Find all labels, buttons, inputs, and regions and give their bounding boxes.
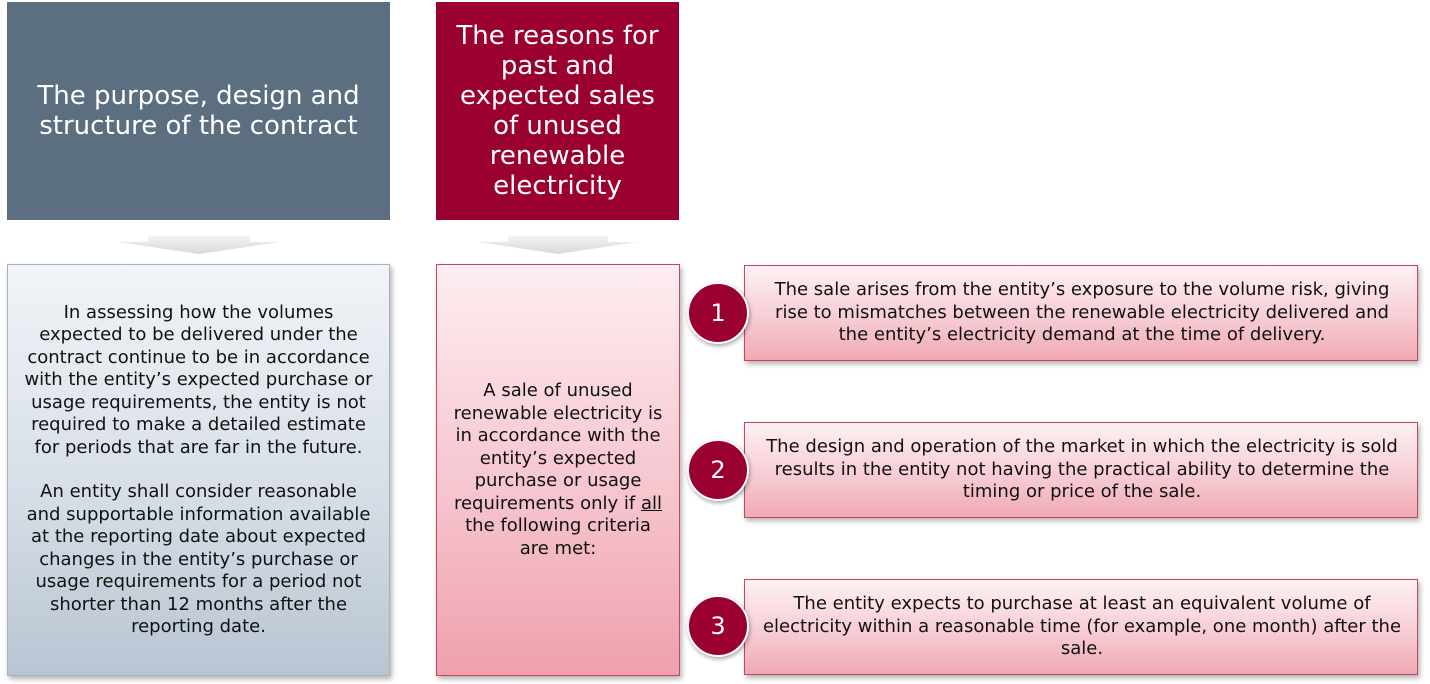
down-arrow-icon [118,236,280,254]
criterion-3-box: The entity expects to purchase at least … [744,579,1418,675]
criterion-3-number: 3 [710,612,726,640]
criterion-1-number: 1 [710,299,726,327]
criterion-1-box: The sale arises from the entity’s exposu… [744,265,1418,361]
criterion-1-text: The sale arises from the entity’s exposu… [774,279,1390,346]
sale-criteria-text-tail: the following criteria are met: [465,515,651,559]
criterion-3-number-badge: 3 [687,595,749,657]
criterion-2-text: The design and operation of the market i… [766,436,1398,503]
criterion-2-box: The design and operation of the market i… [744,422,1418,518]
reasons-for-sales-header: The reasons for past and expected sales … [436,2,679,220]
down-arrow-icon [478,236,638,254]
purpose-design-structure-header-text: The purpose, design and structure of the… [37,81,360,141]
sale-criteria-box: A sale of unused renewable electricity i… [436,264,680,676]
sale-criteria-emphasis: all [640,492,663,514]
reasonable-information-paragraph: An entity shall consider reasonable and … [26,481,371,637]
criterion-2-number: 2 [710,456,726,484]
volume-assessment-paragraph: In assessing how the volumes expected to… [24,301,373,458]
volume-assessment-box: In assessing how the volumes expected to… [7,264,390,676]
sale-criteria-text-lead: A sale of unused renewable electricity i… [453,380,663,514]
sale-criteria-text: A sale of unused renewable electricity i… [451,380,665,560]
reasons-for-sales-header-text: The reasons for past and expected sales … [456,21,659,201]
criterion-1-number-badge: 1 [687,282,749,344]
criterion-3-text: The entity expects to purchase at least … [762,593,1402,660]
criterion-2-number-badge: 2 [687,439,749,501]
purpose-design-structure-header: The purpose, design and structure of the… [7,2,390,220]
